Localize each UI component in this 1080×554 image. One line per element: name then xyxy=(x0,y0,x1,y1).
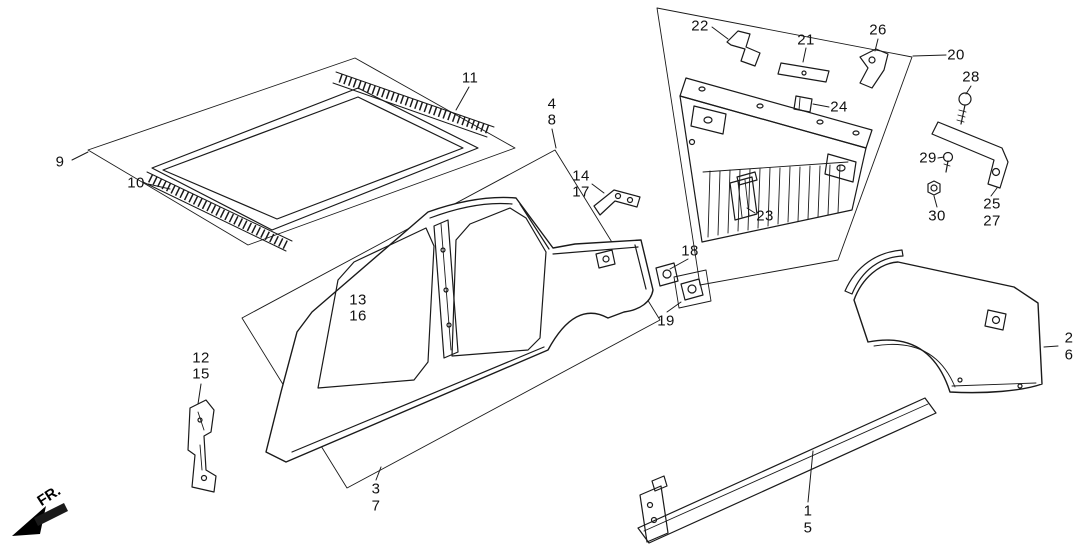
roof-rail-front xyxy=(142,171,293,252)
fuel-recess xyxy=(595,249,616,269)
part-label-1: 1 xyxy=(803,502,813,520)
part-label-9: 9 xyxy=(55,153,65,171)
part-label-5: 5 xyxy=(803,519,813,537)
roof-assembly xyxy=(87,57,516,252)
fuel-lid xyxy=(655,262,679,287)
part-label-29: 29 xyxy=(919,149,937,167)
front-pillar-stiffener xyxy=(187,399,217,493)
part-label-14: 14 xyxy=(572,167,590,185)
roof-bounding-box xyxy=(87,57,516,246)
b-pillar-stiffener xyxy=(433,219,459,359)
part-label-23: 23 xyxy=(756,207,774,225)
part-label-17: 17 xyxy=(572,183,590,201)
gusset-25-27 xyxy=(931,121,1009,189)
side-panel-assembly xyxy=(241,149,712,489)
part-label-4: 4 xyxy=(547,95,557,113)
part-label-16: 16 xyxy=(349,307,367,325)
part-label-25: 25 xyxy=(983,195,1001,213)
body-side-outer-panel xyxy=(265,196,654,463)
part-label-18: 18 xyxy=(681,242,699,260)
part-label-27: 27 xyxy=(983,212,1001,230)
rocker-sill xyxy=(637,397,937,544)
rear-bounding-box xyxy=(656,7,913,286)
clip-24 xyxy=(793,95,813,113)
part-label-3: 3 xyxy=(371,480,381,498)
rear-panel xyxy=(679,77,873,243)
crossmember-21 xyxy=(777,62,830,83)
part-label-2: 2 xyxy=(1064,329,1074,347)
bracket-26 xyxy=(859,48,889,89)
nut-30 xyxy=(927,180,941,196)
part-label-21: 21 xyxy=(797,31,815,49)
rear-door-opening xyxy=(451,207,547,357)
bracket-22 xyxy=(726,30,761,67)
part-label-8: 8 xyxy=(547,111,557,129)
part-label-19: 19 xyxy=(657,312,675,330)
part-label-20: 20 xyxy=(947,46,965,64)
part-label-24: 24 xyxy=(830,98,848,116)
gutter-bracket xyxy=(593,189,641,216)
quarter-panel xyxy=(844,249,1043,394)
roof-panel xyxy=(151,87,479,231)
part-label-12: 12 xyxy=(192,349,210,367)
stiffener-23 xyxy=(729,171,758,221)
fr-direction-arrow xyxy=(12,502,69,536)
part-label-13: 13 xyxy=(349,291,367,309)
screw-29 xyxy=(942,151,954,173)
part-label-6: 6 xyxy=(1064,346,1074,364)
part-label-10: 10 xyxy=(127,174,145,192)
part-label-26: 26 xyxy=(869,21,887,39)
part-label-28: 28 xyxy=(962,68,980,86)
bolt-28 xyxy=(956,92,972,125)
part-label-7: 7 xyxy=(371,497,381,515)
front-door-opening xyxy=(317,227,435,389)
roof-rail-rear xyxy=(332,71,495,138)
fuel-lid-alt xyxy=(673,269,712,309)
part-label-30: 30 xyxy=(928,207,946,225)
part-label-11: 11 xyxy=(461,69,479,87)
part-label-15: 15 xyxy=(192,365,210,383)
rear-panel-assembly xyxy=(656,7,1009,286)
part-label-22: 22 xyxy=(691,17,709,35)
